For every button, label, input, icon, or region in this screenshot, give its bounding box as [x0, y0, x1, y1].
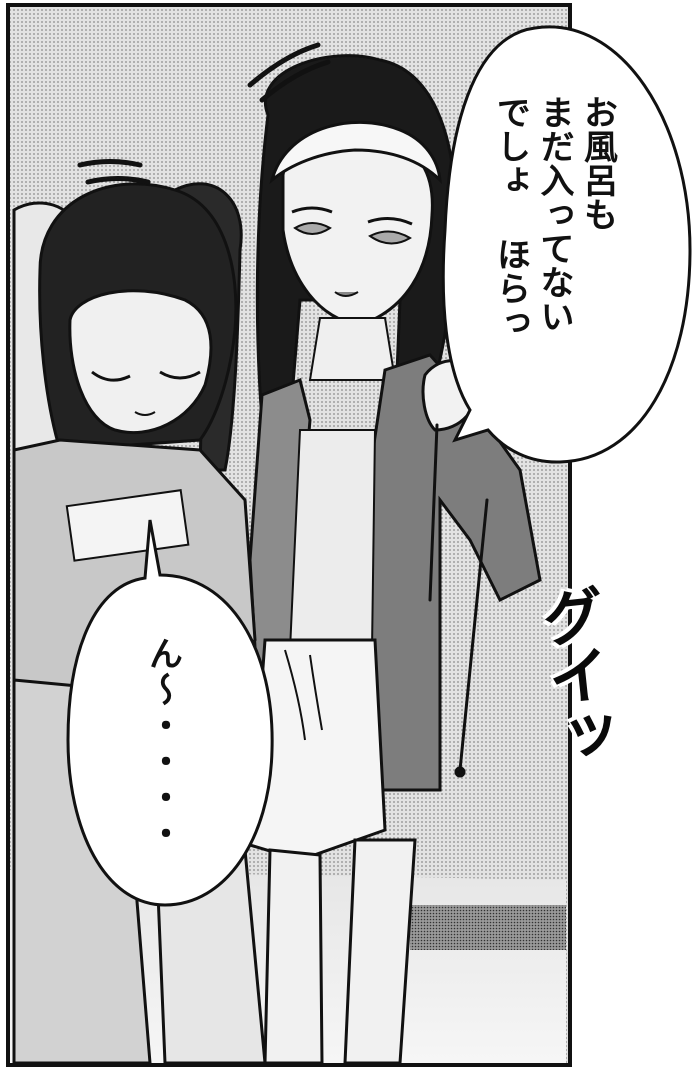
door-threshold	[410, 905, 566, 950]
sleepy-girl-face	[68, 289, 213, 435]
shorts-drawstring	[284, 649, 323, 741]
tall-girl-eye-left	[293, 222, 332, 235]
motion-dash-icon	[77, 42, 331, 185]
tall-girl-leg-right	[343, 838, 417, 1065]
speech-bubble-1	[441, 25, 692, 464]
sleepy-girl-eye-right	[159, 370, 201, 380]
pull-motion-lines	[428, 423, 489, 778]
tall-girl-headband	[269, 120, 442, 185]
tall-girl-leg-left	[263, 848, 324, 1065]
tall-girl-eye-right	[368, 230, 412, 245]
speech-bubble-2-text: ん〜・・・・	[142, 636, 183, 852]
sleepy-girl-eye-left	[91, 370, 131, 382]
tall-girl-camisole	[288, 429, 377, 651]
sound-effect-text: グイッ	[527, 581, 620, 769]
sleepy-girl-sweater-panel	[65, 489, 190, 562]
tall-girl-mouth	[334, 291, 359, 297]
speech-bubble-1-text: お風呂も まだ入ってない でしょ ほらっ	[490, 95, 618, 339]
speech-bubble-2	[66, 519, 274, 907]
sleepy-girl-mouth	[134, 411, 156, 416]
tall-girl-figure	[248, 54, 542, 1065]
